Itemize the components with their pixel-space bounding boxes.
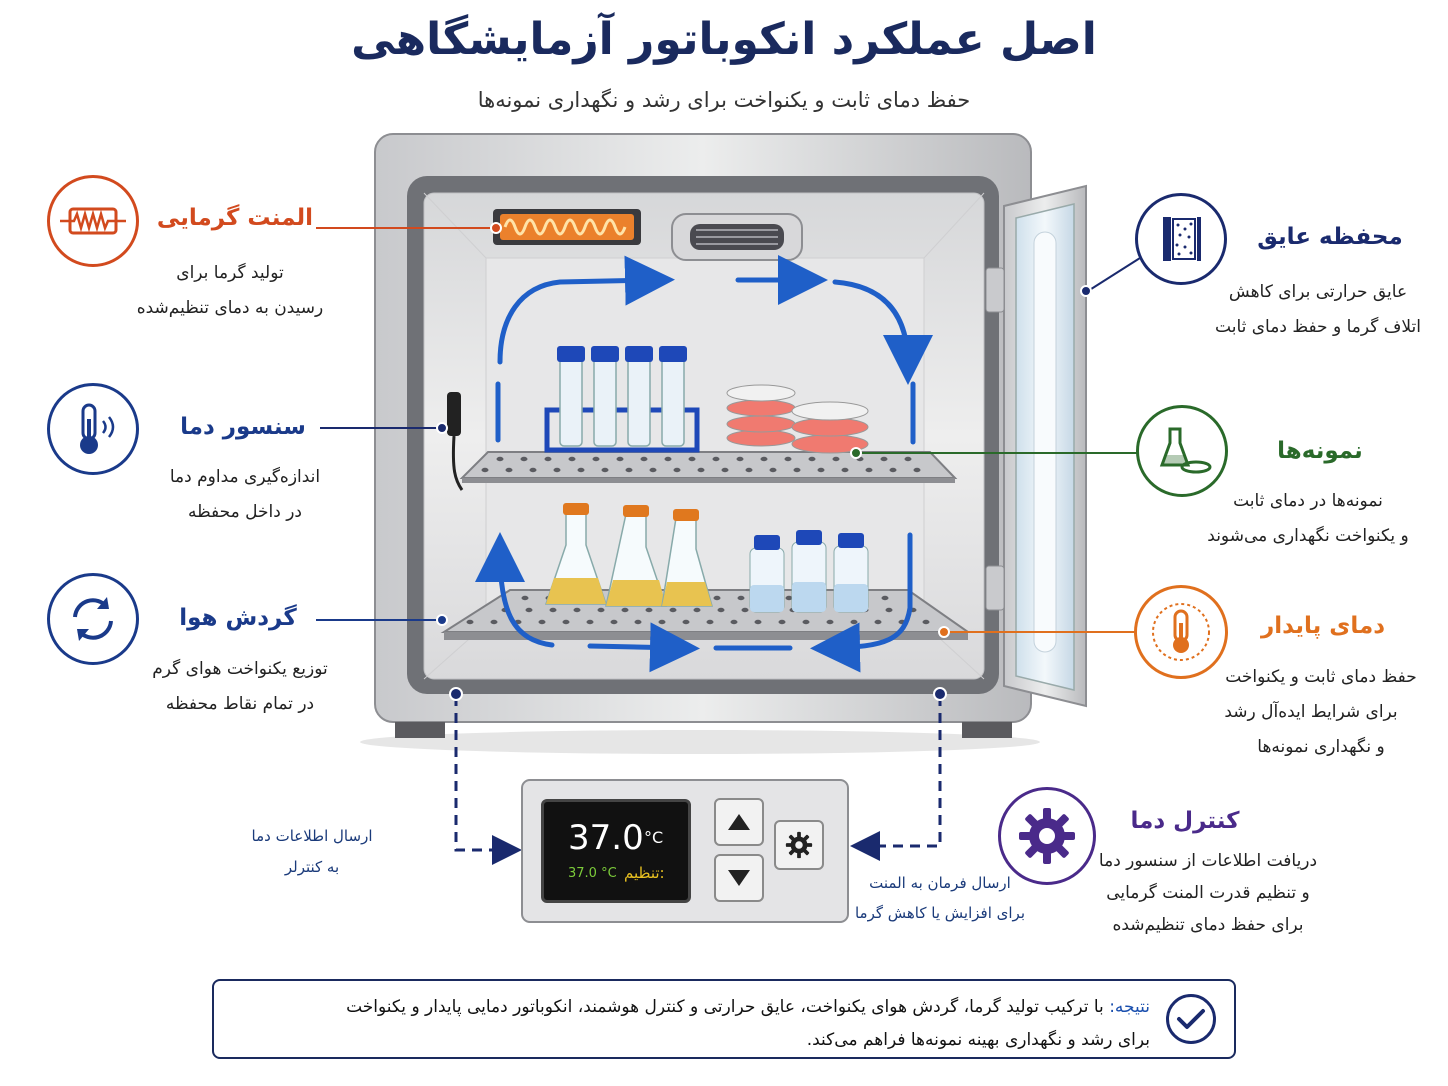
arrow-down-icon (728, 870, 750, 886)
samples-label-desc-1: نمونه‌ها در دمای ثابت (1233, 491, 1383, 511)
conclusion-line-1: با ترکیب تولید گرما، گردش هوای یکنواخت، … (346, 997, 1104, 1017)
control-loop-lines (454, 696, 942, 865)
command-note-1: ارسال فرمان به المنت (869, 874, 1011, 892)
stable-temp-label-title: دمای پایدار (1260, 613, 1386, 639)
checkmark-icon (1177, 1009, 1205, 1029)
insulation-label-title: محفظه عایق (1257, 224, 1403, 250)
stable-temp-icon-circle (1134, 585, 1228, 679)
airflow-icon-circle (47, 573, 139, 665)
incubator-door (985, 184, 1087, 708)
control-label-title: کنترل دما (1130, 808, 1240, 834)
thermometer-icon (80, 403, 115, 454)
airflow-label-title: گردش هوا (179, 605, 297, 631)
setpoint-value: 37.0 °C (568, 866, 617, 881)
temp-down-button[interactable] (714, 854, 764, 902)
heater-icon-circle (47, 175, 139, 267)
temperature-display: 37.0 °C 37.0 °C تنظیم: (541, 799, 691, 903)
page-subtitle: حفظ دمای ثابت و یکنواخت برای رشد و نگهدا… (477, 88, 971, 112)
airflow-label-desc-1: توزیع یکنواخت هوای گرم (152, 659, 328, 679)
arrow-up-icon (728, 814, 750, 830)
sensor-icon-circle (47, 383, 139, 475)
control-label-desc-2: و تنظیم قدرت المنت گرمایی (1106, 883, 1310, 903)
sensor-label-title: سنسور دما (180, 414, 306, 440)
conclusion-line-2: برای رشد و نگهداری بهینه نمونه‌ها فراهم … (806, 1030, 1150, 1050)
sensor-label-desc-2: در داخل محفظه (187, 502, 302, 522)
tube-rack (544, 346, 700, 453)
command-note-2: برای افزایش یا کاهش گرما (854, 904, 1026, 922)
media-bottles (749, 530, 869, 613)
callout-lines (316, 222, 1141, 638)
sensor-label-desc-1: اندازه‌گیری مداوم دما (169, 467, 321, 487)
heating-element (493, 209, 641, 245)
gear-icon (785, 831, 813, 859)
send-info-note-1: ارسال اطلاعات دما (251, 827, 373, 845)
conclusion-box: نتیجه: با ترکیب تولید گرما، گردش هوای یک… (212, 979, 1236, 1059)
send-info-note-2: به کنترلر (284, 858, 340, 876)
samples-label-title: نمونه‌ها (1277, 438, 1363, 464)
airflow-arrows (475, 255, 933, 673)
control-label-desc-1: دریافت اطلاعات از سنسور دما (1098, 851, 1318, 871)
conclusion-label: نتیجه: (1109, 997, 1150, 1017)
conclusion-text: نتیجه: با ترکیب تولید گرما، گردش هوای یک… (244, 991, 1150, 1057)
control-label-desc-3: برای حفظ دمای تنظیم‌شده (1112, 915, 1304, 935)
flask-dish-icon (1159, 427, 1212, 474)
page-title: اصل عملکرد انکوباتور آزمایشگاهی (351, 14, 1097, 65)
thermometer-icon (1152, 603, 1210, 661)
stable-temp-label-desc-1: حفظ دمای ثابت و یکنواخت (1225, 667, 1417, 687)
insulation-label-desc-2: اتلاف گرما و حفظ دمای ثابت (1215, 317, 1421, 337)
temperature-sensor (447, 392, 464, 491)
petri-dishes (726, 384, 869, 454)
heater-coil-icon (60, 207, 126, 235)
airflow-label-desc-2: در تمام نقاط محفظه (165, 694, 315, 714)
temperature-unit: °C (644, 828, 664, 847)
heater-label-desc-2: رسیدن به دمای تنظیم‌شده (136, 298, 324, 318)
heater-label-desc-1: تولید گرما برای (176, 263, 284, 283)
samples-label-desc-2: و یکنواخت نگهداری می‌شوند (1207, 526, 1409, 546)
setpoint-label: تنظیم: (624, 864, 665, 882)
insulation-label-desc-1: عایق حرارتی برای کاهش (1228, 282, 1408, 302)
heater-label-title: المنت گرمایی (156, 205, 314, 231)
stable-temp-label-desc-2: برای شرایط ایده‌آل رشد (1224, 702, 1398, 722)
current-temperature: 37.0 (568, 818, 644, 858)
stable-temp-label-desc-3: و نگهداری نمونه‌ها (1257, 737, 1385, 757)
gear-icon (1019, 808, 1075, 864)
samples-icon-circle (1136, 405, 1228, 497)
recycle-arrows-icon (73, 597, 113, 641)
upper-shelf (459, 451, 958, 483)
circulation-fan (671, 213, 803, 261)
control-icon-circle (998, 787, 1096, 885)
settings-button[interactable] (774, 820, 824, 870)
check-circle (1166, 994, 1216, 1044)
erlenmeyer-flasks (544, 503, 713, 607)
insulation-icon-circle (1135, 193, 1227, 285)
insulation-icon (1163, 217, 1201, 261)
temp-up-button[interactable] (714, 798, 764, 846)
